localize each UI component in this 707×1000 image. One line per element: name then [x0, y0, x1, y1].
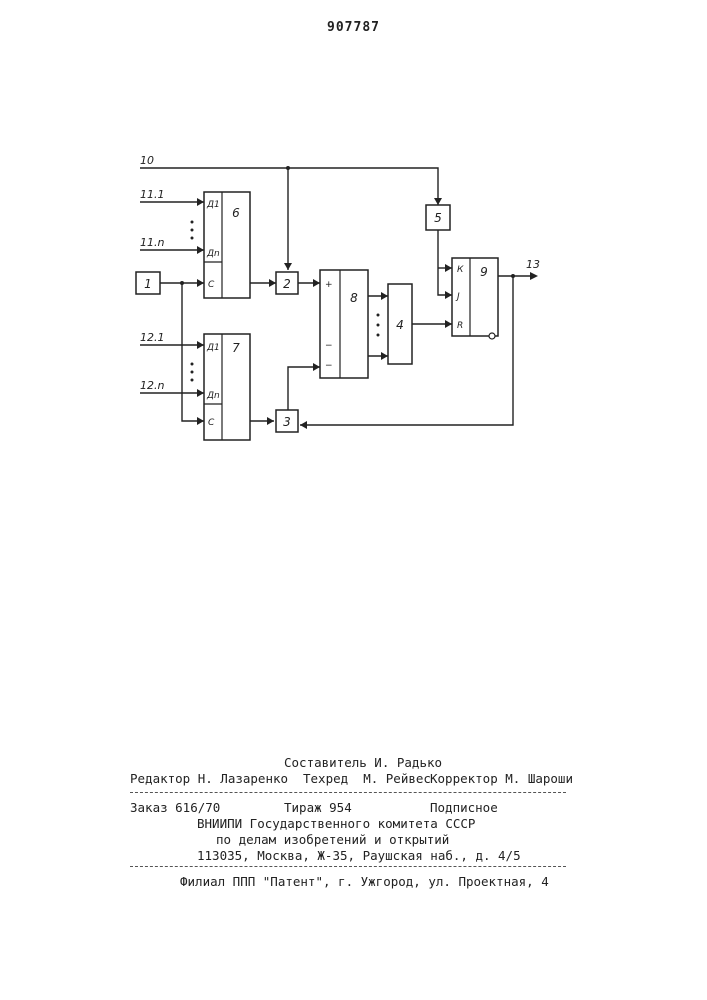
port-7-dn: Дn: [206, 391, 220, 401]
label-block-3: 3: [283, 415, 291, 429]
order: Заказ 616/70: [130, 800, 220, 815]
label-block-1: 1: [144, 277, 152, 291]
wire-5-to-9: [438, 230, 452, 295]
wire-1-branch: [182, 283, 204, 421]
wire-3-to-8: [288, 367, 320, 410]
label-block-2: 2: [283, 277, 291, 291]
label-block-4: 4: [396, 318, 404, 332]
techred: Техред М. Рейвес: [303, 771, 431, 786]
port-6-c: C: [208, 280, 215, 290]
label-output-13: 13: [526, 258, 540, 271]
port-6-dn: Дn: [206, 249, 220, 259]
org-line-1: ВНИИПИ Государственного комитета СССР: [197, 816, 475, 831]
circulation: Тираж 954: [284, 800, 352, 815]
port-7-c: C: [208, 418, 215, 428]
label-block-9: 9: [480, 265, 488, 279]
port-8-minus: −: [325, 341, 333, 351]
label-block-6: 6: [232, 206, 240, 220]
subscription: Подписное: [430, 800, 498, 815]
port-9-r: R: [457, 321, 463, 331]
port-6-d1: Д1: [206, 200, 220, 210]
composer: Составитель И. Радько: [284, 755, 442, 770]
label-block-7: 7: [232, 341, 240, 355]
wire-10: [140, 168, 438, 205]
divider-top: [130, 792, 566, 793]
label-input-12-1: 12.1: [140, 331, 165, 344]
branch: Филиал ППП "Патент", г. Ужгород, ул. Про…: [180, 874, 549, 889]
org-line-2: по делам изобретений и открытий: [216, 832, 449, 847]
port-8-minus2: −: [325, 361, 333, 371]
port-9-k: К: [457, 265, 464, 275]
corrector: Корректор М. Шароши: [430, 771, 573, 786]
port-7-d1: Д1: [206, 343, 220, 353]
label-block-5: 5: [434, 211, 442, 225]
address: 113035, Москва, Ж-35, Раушская наб., д. …: [197, 848, 521, 863]
block-diagram: 10 11.1 11.n 12.1 12.n 13 1 2 3 4 5 6 7 …: [0, 0, 707, 720]
label-input-12-n: 12.n: [140, 379, 164, 392]
divider-bottom: [130, 866, 566, 867]
label-input-11-n: 11.n: [140, 236, 164, 249]
label-block-8: 8: [350, 291, 358, 305]
label-input-10: 10: [140, 154, 154, 167]
port-8-plus: +: [325, 280, 333, 290]
label-input-11-1: 11.1: [140, 188, 165, 201]
editor: Редактор Н. Лазаренко: [130, 771, 288, 786]
